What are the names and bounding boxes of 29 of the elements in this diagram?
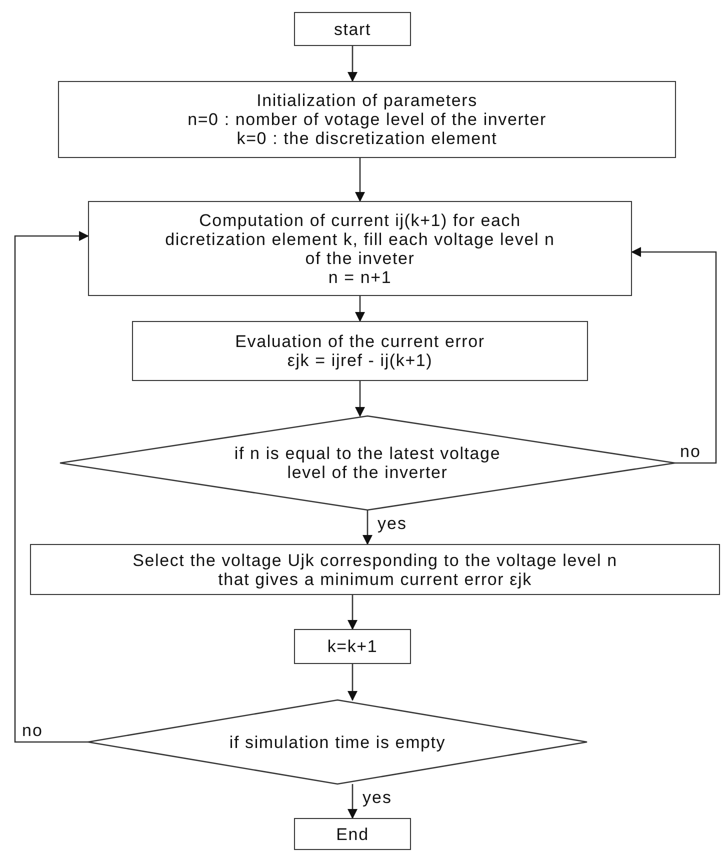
node-text: Initialization of parameters — [256, 91, 478, 110]
arrow — [348, 664, 358, 701]
node-text: if n is equal to the latest voltage level of the inverter — [233, 444, 502, 482]
arrow — [348, 595, 358, 630]
process-box — [294, 12, 411, 46]
arrow — [631, 247, 717, 464]
node-text: n = n+1 — [328, 268, 392, 286]
node-text: εjk = ijref - ij(k+1) — [287, 351, 433, 370]
node-text: start — [334, 20, 372, 38]
process-box — [88, 201, 632, 296]
process-box — [294, 818, 411, 850]
arrow — [362, 510, 372, 545]
node-text: if simulation time is empty — [229, 732, 446, 752]
node-text: k=k+1 — [327, 637, 378, 656]
arrow — [355, 296, 365, 322]
process-box — [294, 629, 411, 664]
arrow — [355, 158, 365, 202]
process-box — [132, 321, 588, 381]
node-text: End — [336, 824, 369, 844]
arrow — [14, 231, 89, 743]
node-text: Select the voltage Ujk corresponding to the voltage level n that gives a minimum current error εjk — [132, 550, 618, 588]
arrow — [355, 381, 365, 417]
process-box — [30, 544, 720, 595]
process-box — [58, 81, 676, 158]
node-text: Evaluation of the current error — [235, 332, 485, 351]
node-text: n=0 : nomber of votage level of the inverter — [188, 110, 546, 129]
node-text: k=0 : the discretization element — [236, 129, 498, 148]
arrow — [348, 784, 358, 819]
arrow — [348, 46, 358, 82]
